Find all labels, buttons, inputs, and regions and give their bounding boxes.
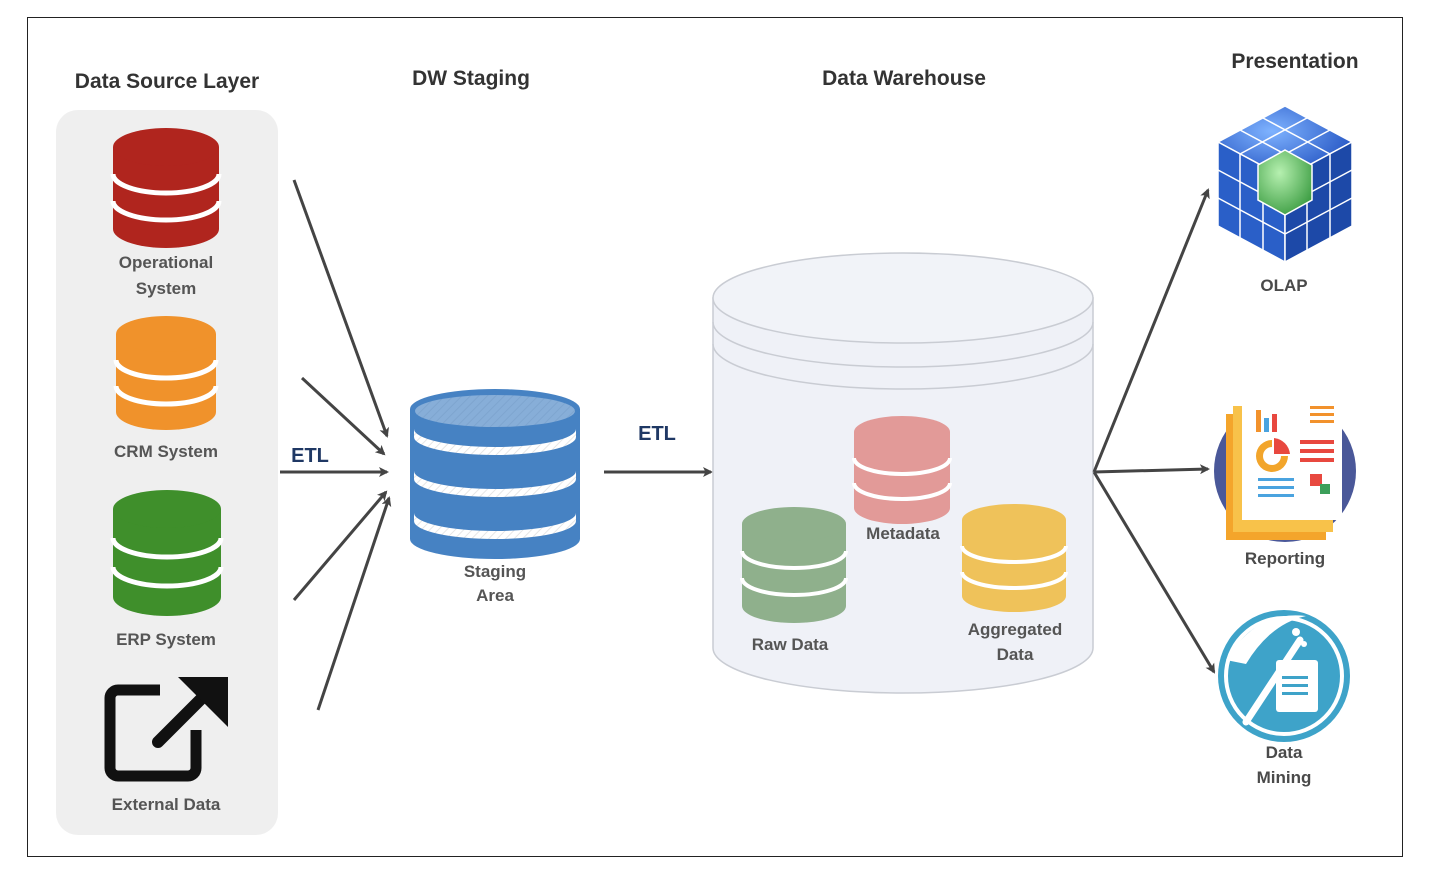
cube-icon <box>1216 105 1354 264</box>
header-data-source-layer: Data Source Layer <box>75 70 259 93</box>
label-metadata: Metadata <box>866 524 940 543</box>
label-staging-area-line1: Staging <box>464 562 526 581</box>
label-raw-data: Raw Data <box>752 635 829 654</box>
etl-arrows-in <box>280 179 392 711</box>
label-data-mining-line1: Data <box>1266 743 1303 762</box>
label-staging-area-line2: Area <box>476 586 514 605</box>
label-operational-system-line1: Operational <box>119 253 213 272</box>
source-layer-panel <box>56 110 278 835</box>
presentation-arrows <box>1092 188 1216 674</box>
label-crm-system: CRM System <box>114 442 218 461</box>
label-olap: OLAP <box>1260 276 1307 295</box>
pickaxe-icon <box>1218 610 1350 742</box>
database-icon <box>852 416 952 524</box>
header-data-warehouse: Data Warehouse <box>822 67 986 90</box>
label-operational-system-line2: System <box>136 279 196 298</box>
label-external-data: External Data <box>112 795 221 814</box>
label-aggregated-data-line2: Data <box>997 645 1034 664</box>
database-icon <box>113 316 219 430</box>
external-link-icon <box>104 677 228 782</box>
etl-label-in: ETL <box>291 445 329 467</box>
report-icon <box>1214 400 1356 542</box>
database-icon <box>410 389 580 559</box>
database-icon <box>740 507 848 623</box>
label-data-mining-line2: Mining <box>1257 768 1312 787</box>
database-icon <box>110 490 224 616</box>
label-reporting: Reporting <box>1245 549 1325 568</box>
diagram-frame <box>27 17 1403 857</box>
header-dw-staging: DW Staging <box>412 67 530 90</box>
label-aggregated-data-line1: Aggregated <box>968 620 1062 639</box>
etl-label-out: ETL <box>638 423 676 445</box>
database-icon <box>960 504 1068 612</box>
database-icon <box>110 128 222 248</box>
header-presentation: Presentation <box>1231 50 1358 73</box>
label-erp-system: ERP System <box>116 630 216 649</box>
